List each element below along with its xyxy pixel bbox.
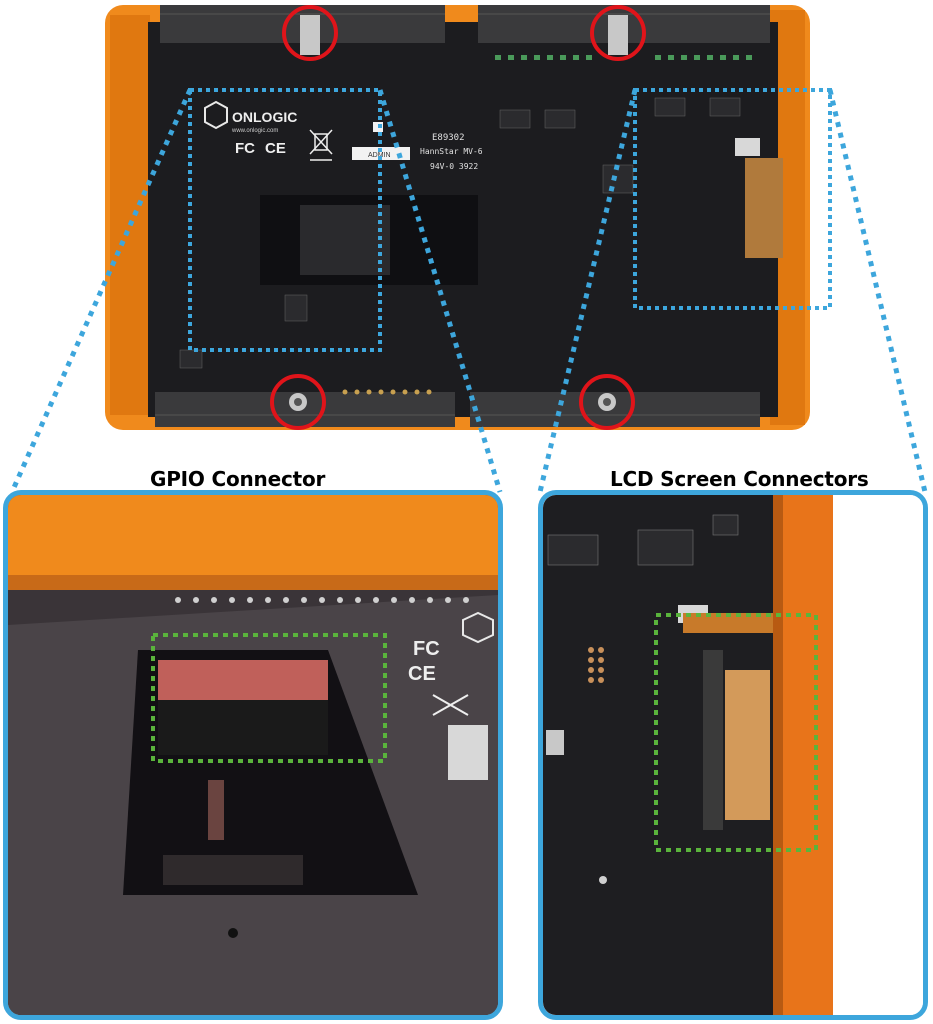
lcd-callout-title: LCD Screen Connectors (610, 467, 869, 491)
gpio-closeup-panel: FC CE (3, 490, 503, 1020)
test-pads (588, 647, 604, 683)
cert-line-3: 94V-0 3922 (430, 162, 478, 171)
gpio-callout-title: GPIO Connector (150, 467, 326, 491)
pin-row (175, 597, 469, 603)
board-url: www.onlogic.com (231, 128, 278, 134)
board-photo: ONLOGIC www.onlogic.com FC CE ADMIN E893… (105, 5, 832, 430)
fcc-icon: FC (235, 140, 255, 157)
admin-sticker (448, 725, 488, 780)
lcd-ribbon-cable (745, 158, 783, 258)
ce-icon: CE (265, 140, 286, 157)
bottom-header-right (470, 392, 760, 427)
orange-case (8, 495, 498, 585)
onlogic-logo-icon (204, 100, 228, 130)
cert-line-2: HannStar MV-6 (420, 147, 483, 156)
fcc-icon: FC (413, 638, 440, 660)
lcd-ribbon-cable (725, 670, 770, 820)
lcd-connector (703, 650, 723, 830)
gpio-header-pins (158, 660, 328, 705)
lcd-closeup-panel (538, 490, 928, 1020)
cert-line-1: E89302 (432, 133, 465, 143)
board-brand: ONLOGIC (232, 109, 297, 125)
lcd-connector-highlight (654, 613, 818, 852)
orange-case (778, 495, 833, 1015)
ce-icon: CE (408, 663, 436, 685)
led-row (495, 55, 752, 60)
weee-bin-icon (309, 129, 333, 161)
onlogic-logo-icon (462, 611, 494, 644)
weee-bin-icon (432, 694, 469, 716)
gpio-connector-highlight (151, 633, 387, 763)
